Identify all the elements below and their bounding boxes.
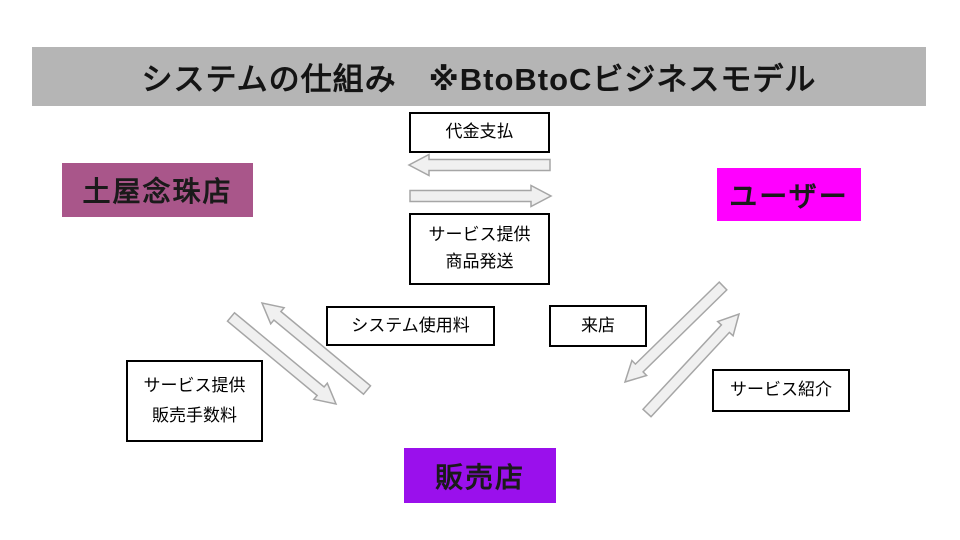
label-service-intro-text: サービス紹介 — [730, 380, 832, 400]
label-service-commission-line2: 販売手数料 — [152, 405, 237, 425]
label-service-commission: サービス提供 販売手数料 — [126, 360, 263, 442]
arrow-service-to-store-icon — [226, 311, 338, 406]
slide-title-bar: システムの仕組み ※BtoBtoCビジネスモデル — [32, 47, 926, 106]
label-service-shipping: サービス提供 商品発送 — [409, 213, 550, 285]
label-visit: 来店 — [549, 305, 647, 347]
entity-tsuchiya-nenju-shop: 土屋念珠店 — [62, 163, 253, 217]
label-visit-text: 来店 — [581, 315, 615, 335]
arrow-fee-to-shop-icon — [260, 301, 372, 396]
label-payment-text: 代金支払 — [445, 122, 514, 142]
label-service-commission-line1: サービス提供 — [143, 375, 246, 395]
label-system-fee: システム使用料 — [326, 306, 495, 346]
label-payment: 代金支払 — [409, 112, 550, 153]
label-service-shipping-line2: 商品発送 — [445, 252, 514, 272]
arrow-service-to-user-icon — [409, 184, 553, 208]
entity-user: ユーザー — [717, 168, 861, 221]
label-system-fee-text: システム使用料 — [351, 315, 470, 335]
arrow-intro-to-user-icon — [641, 312, 741, 418]
label-service-shipping-line1: サービス提供 — [428, 225, 531, 245]
arrow-payment-to-shop-icon — [407, 153, 551, 177]
entity-sales-store: 販売店 — [404, 448, 556, 503]
slide-title: システムの仕組み ※BtoBtoCビジネスモデル — [141, 62, 817, 97]
label-service-intro: サービス紹介 — [712, 369, 850, 412]
arrow-visit-to-store-icon — [623, 281, 728, 384]
